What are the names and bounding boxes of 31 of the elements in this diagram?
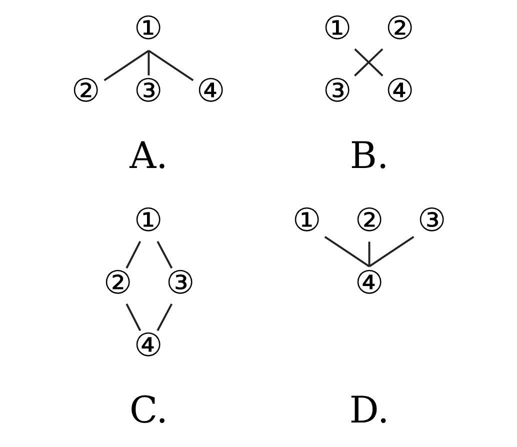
connector <box>125 241 141 269</box>
connector <box>368 242 370 266</box>
connector <box>148 50 194 82</box>
node-text: ④ <box>384 71 414 110</box>
label: A. <box>129 134 168 177</box>
node-text: ① <box>134 8 163 47</box>
connector <box>125 304 141 332</box>
connector <box>324 236 370 268</box>
node-text: ④ <box>196 71 226 110</box>
connector <box>103 50 149 82</box>
node-text: ① <box>292 201 321 240</box>
node-text: ④ <box>354 264 384 302</box>
node-text: ② <box>384 8 414 47</box>
label: D. <box>348 388 389 432</box>
node-text: ③ <box>134 71 163 110</box>
node-text: ② <box>71 71 100 110</box>
node-text: ① <box>134 201 163 240</box>
connector <box>368 236 414 268</box>
node-text: ③ <box>416 201 446 240</box>
node-text: ④ <box>134 326 163 364</box>
connector <box>147 50 150 76</box>
node-text: ③ <box>322 71 352 110</box>
node-text: ① <box>322 8 352 47</box>
node-text: ② <box>103 264 132 302</box>
connector <box>354 48 383 76</box>
node-text: ③ <box>166 264 195 302</box>
node-text: ② <box>354 201 384 240</box>
connector <box>156 304 172 332</box>
connector <box>156 241 172 269</box>
label: B. <box>349 134 388 177</box>
label: C. <box>128 388 168 432</box>
